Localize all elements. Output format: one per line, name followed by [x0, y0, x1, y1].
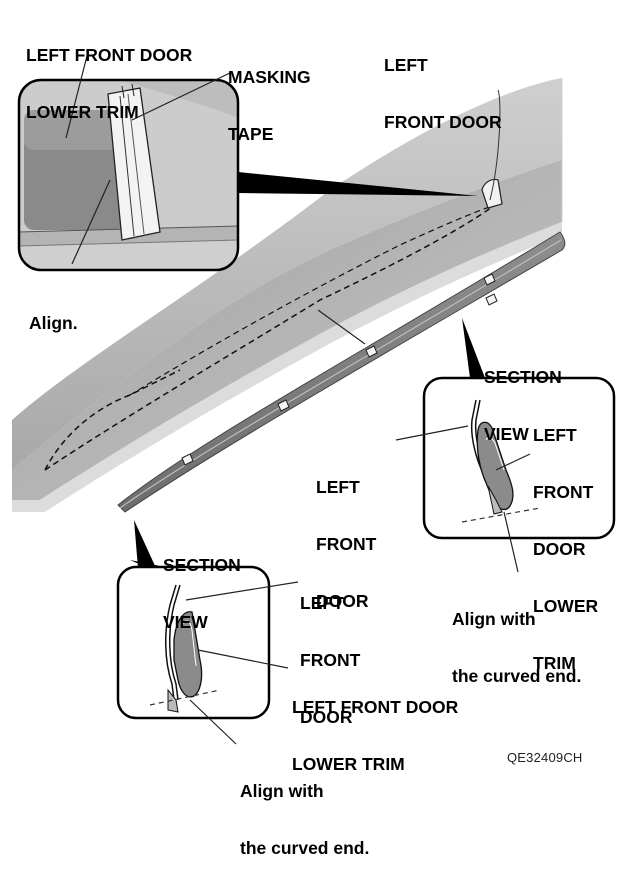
label-align: Align.	[29, 313, 78, 333]
door-trim-illustration	[12, 51, 616, 745]
lower-trim-strip	[117, 231, 566, 513]
label-trim-left: LEFT FRONT DOOR LOWER TRIM	[292, 697, 459, 774]
door-body	[12, 78, 563, 512]
masking-tape-detail-inset	[17, 78, 240, 272]
figure-code: QE32409CH	[507, 750, 583, 765]
label-section-view-left: SECTION VIEW	[163, 555, 241, 632]
label-door-top: LEFT FRONT DOOR	[384, 55, 502, 132]
section-view-right	[395, 318, 616, 573]
label-trim-right: LEFT FRONT DOOR LOWER TRIM	[533, 425, 599, 673]
label-trim-top: LEFT FRONT DOOR LOWER TRIM	[26, 45, 193, 122]
label-align-curved-left: Align with the curved end.	[240, 781, 370, 858]
label-align-curved-right: Align with the curved end.	[452, 609, 582, 686]
label-door-left: LEFT FRONT DOOR	[300, 593, 361, 727]
label-masking-tape: MASKING TAPE	[228, 67, 311, 144]
label-section-view-right: SECTION VIEW	[484, 367, 562, 444]
label-door-right: LEFT FRONT DOOR	[316, 477, 377, 611]
section-view-left	[116, 520, 299, 745]
